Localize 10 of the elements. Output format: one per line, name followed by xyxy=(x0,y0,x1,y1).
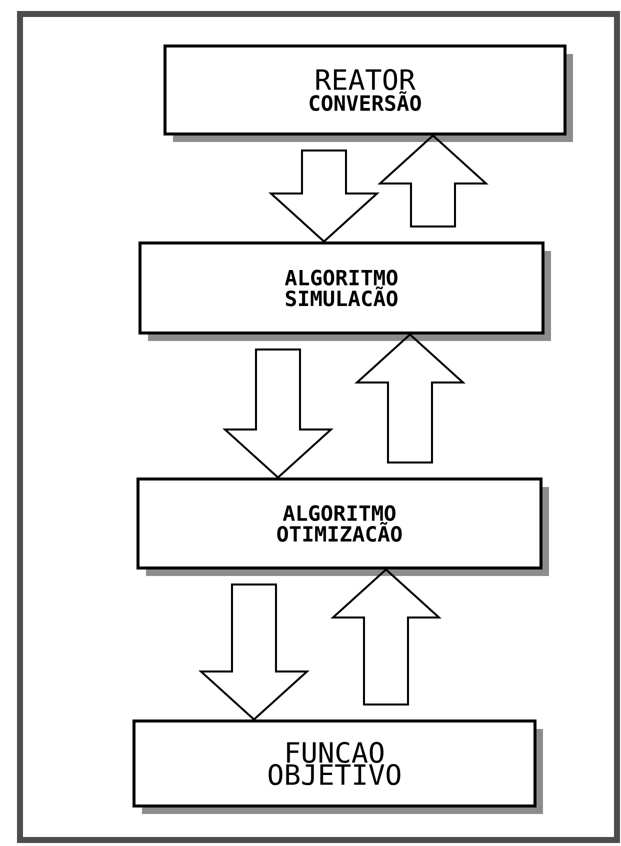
block-arrow xyxy=(354,333,466,464)
block-arrow xyxy=(268,150,380,243)
block-arrow xyxy=(222,348,334,479)
process-box: FUNCAO OBJETIVO xyxy=(132,720,543,814)
block-arrow xyxy=(198,584,310,721)
process-box: REATOR CONVERSÃO xyxy=(164,44,573,142)
block-arrow xyxy=(377,134,489,228)
process-box: ALGORITMO OTIMIZACÃO xyxy=(136,478,549,576)
process-box: ALGORITMO SIMULACÃO xyxy=(138,242,551,341)
block-arrow xyxy=(330,568,442,706)
